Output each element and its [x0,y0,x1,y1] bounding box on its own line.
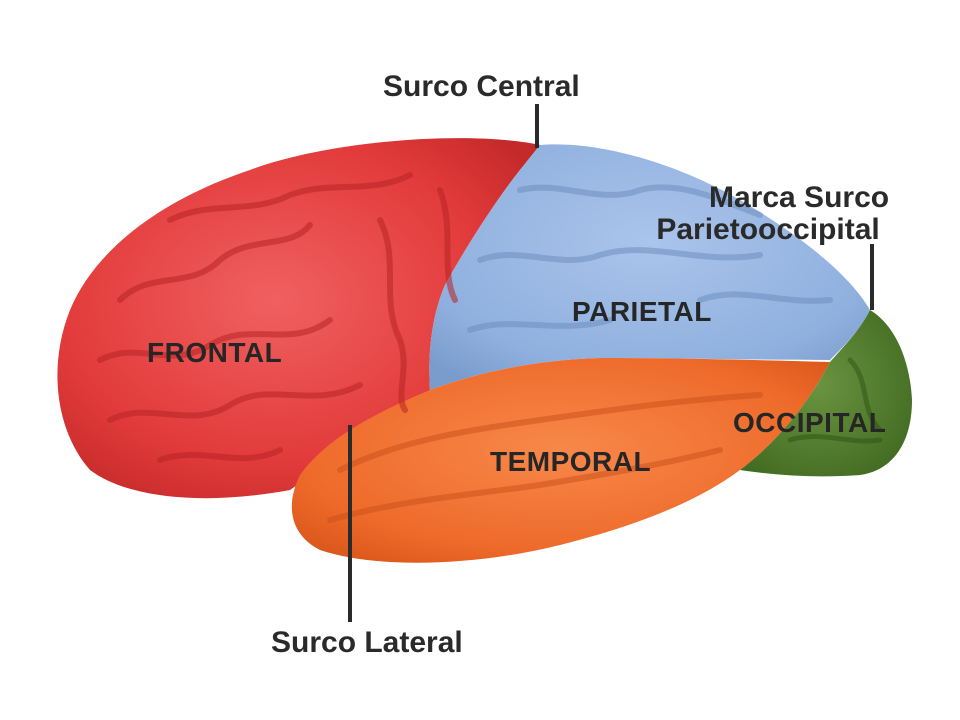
parietal-gyri-texture [467,184,833,333]
parieto-occipital-label-line2: Parietooccipital [656,213,880,246]
frontal-lobe-shape [57,138,540,499]
frontal-lobe-label: FRONTAL [147,337,283,368]
occipital-lobe-label: OCCIPITAL [733,407,887,438]
parietal-lobe-shape [429,144,870,390]
frontal-gyri-texture [97,172,458,463]
parietal-lobe-label: PARIETAL [572,296,712,327]
lateral-sulcus-label: Surco Lateral [271,626,463,659]
temporal-lobe-label: TEMPORAL [490,446,652,477]
occipital-gyri-texture [787,357,883,444]
temporal-gyri-texture [327,392,763,523]
temporal-lobe-shape [291,358,830,563]
parieto-occipital-label-line1: Marca Surco [709,181,890,214]
central-sulcus-label: Surco Central [383,70,580,103]
occipital-lobe-shape [740,310,912,477]
parieto-occipital-label: Marca Surco Parietooccipital [647,182,889,246]
